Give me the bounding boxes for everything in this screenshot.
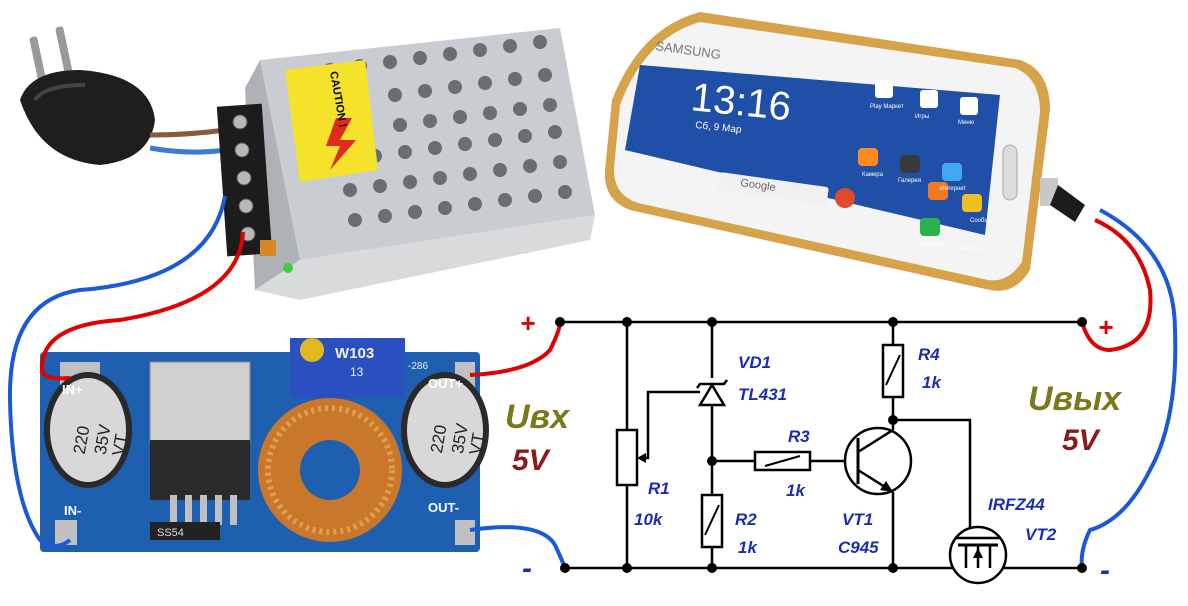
phone-app-label-2: Игры [915,114,929,120]
phone-app-label-8: Контакты [956,246,982,252]
power-plug [20,26,155,165]
r4-value: 1k [922,373,942,392]
phone-screen [625,65,1000,235]
input-voltage-label: Uвх [505,398,571,436]
r1-value: 10k [634,510,664,529]
converter-out-positive-wire [469,321,562,377]
phone-home-button [1002,144,1018,201]
tl431-label: TL431 [738,385,787,404]
r2-value: 1k [738,538,758,557]
phone-date: Сб, 9 Мар [695,119,743,136]
r1-potentiometer [615,428,639,487]
label-out-plus: OUT+ [428,376,463,391]
phone-clock: 13:16 [689,75,793,129]
power-supply-unit: CAUTION ! [216,28,595,300]
phone-app-label-9: Сообщ. [970,218,991,224]
plug-cable-blue [149,145,226,155]
phone-negative-wire [1079,208,1178,569]
label-in-plus: IN+ [62,382,83,397]
plus-right-sign: + [1098,312,1113,342]
dc-dc-converter: SS54 W103 13 -286 220 35V VT 220 35V VT … [40,338,489,552]
schematic [555,317,1087,585]
phone-app-label-6: Интернет [940,186,966,192]
psu-to-converter-positive-wire [39,231,245,381]
plug-cable-brown [149,127,226,138]
r2-label: R2 [735,510,757,529]
label-out-minus: OUT- [428,500,459,515]
phone-search: Google [740,177,777,194]
converter-out-negative-wire [469,525,567,569]
r3-label: R3 [788,427,810,446]
r4-label: R4 [918,345,940,364]
tl431-symbol [697,382,727,407]
vt1-transistor [843,426,913,496]
phone-positive-wire [1080,218,1153,353]
cap-right-line3: VT [466,432,488,457]
phone-app-label-3: Меню [958,120,975,126]
diode-label: SS54 [157,527,184,539]
vt1-label: VT1 [842,510,873,529]
input-voltage-value: 5V [512,444,552,477]
minus-right-sign: - [1100,554,1110,587]
phone-app-label-7: Телефон [920,242,945,248]
cap-left-line3: VT [109,433,131,458]
r3-value: 1k [786,481,806,500]
vt2-label: VT2 [1025,525,1057,544]
phone-app-label-1: Play Маркет [870,104,904,110]
irfz44-label: IRFZ44 [988,495,1045,514]
phone-app-icons [835,80,982,236]
cap-right-line1: 220 [427,423,451,454]
smartphone: SAMSUNG 13:16 Сб, 9 Мар Google Play Марк… [604,12,1085,291]
model-code: -286 [408,361,428,372]
pot-label: W103 [335,345,374,362]
plus-left-sign: + [520,308,535,338]
r1-label: R1 [648,479,670,498]
psu-to-converter-negative-wire [7,195,227,548]
minus-left-sign: - [522,552,532,585]
label-in-minus: IN- [64,503,81,518]
c945-label: C945 [838,538,879,557]
output-voltage-value: 5V [1062,424,1102,457]
output-voltage-label: Uвых [1028,380,1123,418]
cap-left-line1: 220 [70,424,94,455]
pot-sub: 13 [350,365,364,379]
phone-app-label-5: Галерея [898,178,921,184]
caution-sticker [285,60,378,182]
vd1-label: VD1 [738,353,771,372]
phone-app-label-4: Камера [862,172,884,178]
